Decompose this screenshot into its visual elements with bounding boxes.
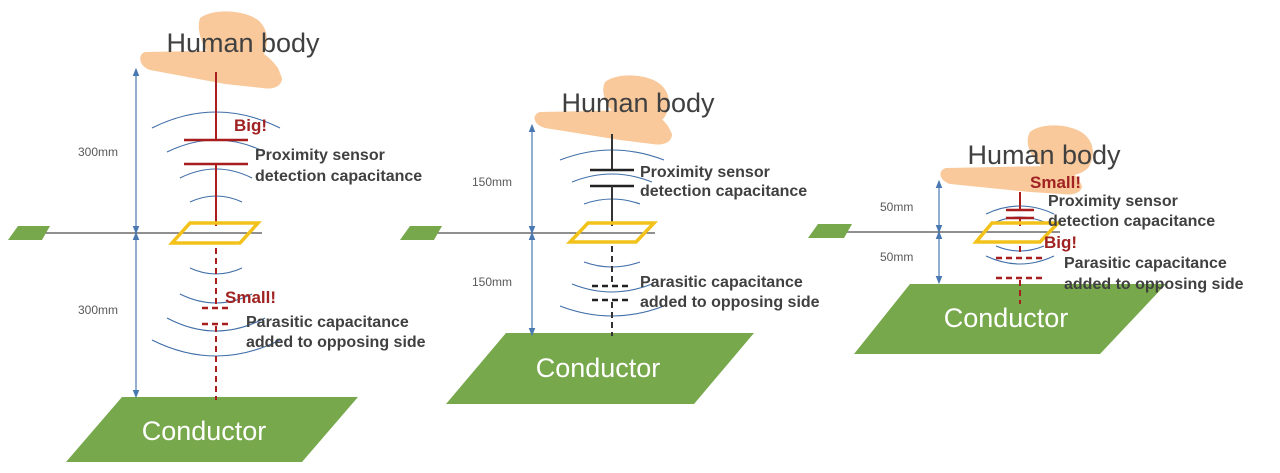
upper-distance-label: 300mm bbox=[78, 145, 118, 159]
conductor-plate bbox=[854, 284, 1166, 354]
conductor-label: Conductor bbox=[142, 416, 267, 446]
hand-icon bbox=[140, 11, 282, 89]
parasitic-label-line2: added to opposing side bbox=[640, 294, 820, 311]
sensor-electrode bbox=[972, 221, 1063, 244]
proximity-label-line2: detection capacitance bbox=[1048, 213, 1215, 230]
parasitic-label-line1: Parasitic capacitance bbox=[246, 314, 409, 331]
connection-pad bbox=[8, 226, 50, 240]
lower-cap-note: Small! bbox=[225, 288, 276, 307]
sensor-electrode bbox=[565, 221, 659, 244]
parasitic-label-line1: Parasitic capacitance bbox=[1064, 255, 1227, 272]
human-body-label: Human body bbox=[166, 28, 320, 58]
upper-distance-label: 50mm bbox=[880, 200, 913, 214]
proximity-label-line1: Proximity sensor bbox=[640, 164, 770, 181]
parasitic-label-line1: Parasitic capacitance bbox=[640, 274, 803, 291]
human-body-label: Human body bbox=[967, 140, 1121, 170]
panel-300mm: Conductor Human body bbox=[8, 11, 426, 462]
upper-cap-note: Small! bbox=[1030, 173, 1081, 192]
proximity-label-line2: detection capacitance bbox=[640, 183, 807, 200]
connection-pad bbox=[808, 224, 852, 238]
proximity-label-line2: detection capacitance bbox=[255, 168, 422, 185]
upper-cap-note: Big! bbox=[234, 116, 267, 135]
conductor-label: Conductor bbox=[536, 353, 661, 383]
panel-50mm: Conductor Human body Small! Proximity se… bbox=[808, 125, 1244, 354]
human-body-label: Human body bbox=[561, 88, 715, 118]
upper-distance-label: 150mm bbox=[472, 175, 512, 189]
parasitic-label-line2: added to opposing side bbox=[246, 334, 426, 351]
hand-icon bbox=[940, 125, 1093, 195]
panel-150mm: Conductor Human body Proximity sensor de bbox=[400, 75, 820, 404]
lower-distance-label: 300mm bbox=[78, 303, 118, 317]
sensor-electrode bbox=[168, 221, 262, 245]
conductor-plate bbox=[66, 397, 358, 462]
parasitic-label-line2: added to opposing side bbox=[1064, 276, 1244, 293]
proximity-label-line1: Proximity sensor bbox=[1048, 193, 1178, 210]
lower-cap-note: Big! bbox=[1044, 233, 1077, 252]
conductor-plate bbox=[446, 333, 754, 404]
lower-distance-label: 150mm bbox=[472, 275, 512, 289]
lower-distance-label: 50mm bbox=[880, 250, 913, 264]
conductor-label: Conductor bbox=[944, 303, 1069, 333]
hand-icon bbox=[534, 75, 672, 145]
connection-pad bbox=[400, 226, 442, 240]
proximity-label-line1: Proximity sensor bbox=[255, 147, 385, 164]
